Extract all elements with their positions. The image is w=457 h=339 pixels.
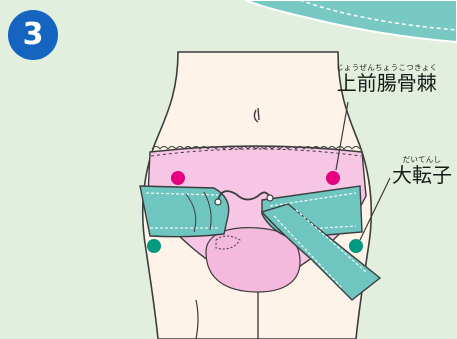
trochanter-left-marker (147, 239, 161, 253)
asis-label: じょうぜんちょうこつきょく 上前腸骨棘 (336, 64, 437, 95)
asis-left-marker (171, 171, 185, 185)
asis-right-marker (326, 171, 340, 185)
greater-trochanter-label: だいてんし 大転子 (392, 156, 452, 187)
step-badge: 3 (8, 10, 58, 60)
top-card-corner (245, 0, 457, 42)
step-number: 3 (23, 20, 44, 50)
asis-term: 上前腸骨棘 (336, 72, 437, 95)
trochanter-right-marker (349, 239, 363, 253)
greater-trochanter-term: 大転子 (392, 164, 452, 187)
